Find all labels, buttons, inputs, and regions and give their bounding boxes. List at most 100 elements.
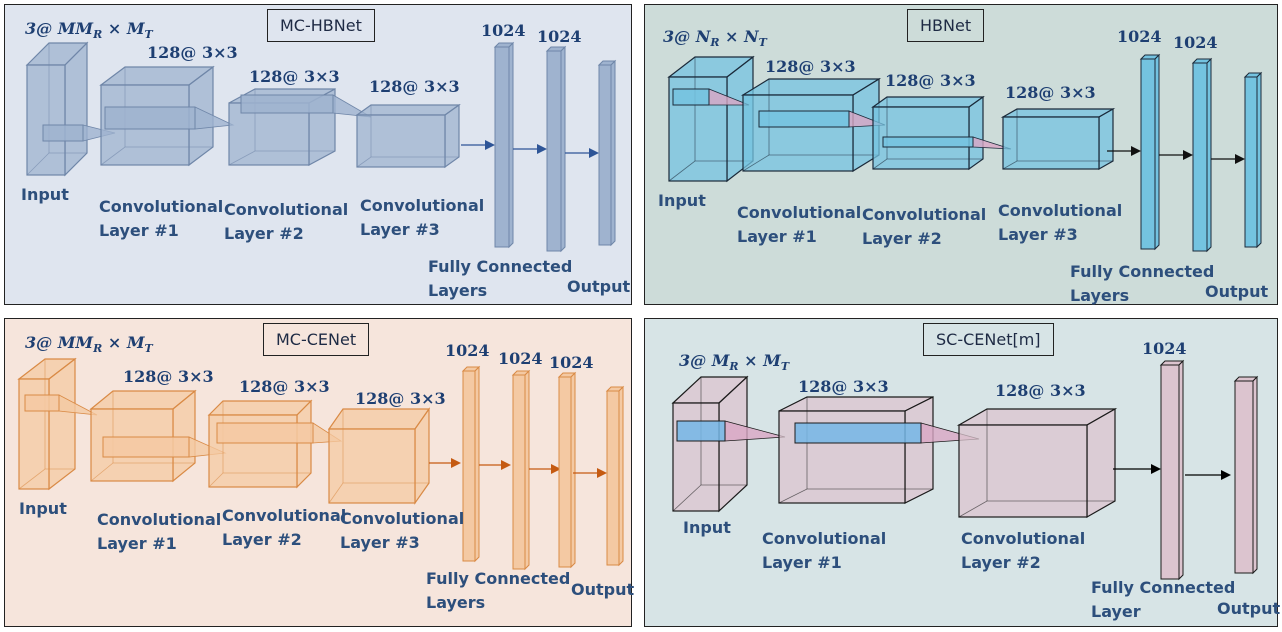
input-label: Input — [19, 499, 67, 518]
panel-title: MC-CENet — [263, 323, 370, 356]
conv1-label-line1: Convolutional — [99, 197, 224, 216]
conv1-label-line2: Layer #1 — [762, 553, 842, 572]
fc3-bar — [557, 371, 577, 569]
conv3-label-line1: Convolutional — [998, 201, 1123, 220]
input-volume — [667, 55, 755, 183]
conv2-dimensions: 128@ 3×3 — [239, 377, 330, 396]
fc-label-line2: Layers — [428, 281, 488, 300]
input-dimensions: 3@ MR × MT — [679, 351, 789, 373]
fc-label-line1: Fully Connected — [428, 257, 573, 276]
conv1-label-line1: Convolutional — [737, 203, 862, 222]
conv3-label-line1: Convolutional — [340, 509, 465, 528]
panel-mc-cenet: MC-CENet 3@ MMR × MT 128@ 3×3 128@ 3×3 1… — [4, 318, 635, 627]
arrow-fc3-output — [573, 468, 607, 478]
conv3-dimensions: 128@ 3×3 — [369, 77, 460, 96]
conv1-dimensions: 128@ 3×3 — [147, 43, 238, 62]
mc-hbnet-diagram — [25, 41, 617, 253]
conv1-dimensions: 128@ 3×3 — [765, 57, 856, 76]
conv1-label-line2: Layer #1 — [737, 227, 817, 246]
conv1-label-line2: Layer #1 — [99, 221, 179, 240]
fc1-size: 1024 — [1142, 339, 1187, 358]
conv1-label: Convolutional Layer #1 — [99, 195, 223, 243]
input-label: Input — [21, 185, 69, 204]
fc2-size: 1024 — [537, 27, 582, 46]
conv3-label-line2: Layer #3 — [340, 533, 420, 552]
conv1-volume — [778, 396, 934, 504]
conv3-label: Convolutional Layer #3 — [998, 199, 1122, 247]
conv2-label-line1: Convolutional — [862, 205, 987, 224]
conv2-label: Convolutional Layer #2 — [222, 504, 346, 552]
arrow-fc1-output — [1185, 470, 1231, 480]
fc-label: Fully Connected Layers — [428, 255, 572, 303]
fc-label-line1: Fully Connected — [426, 569, 571, 588]
conv3-label-line1: Convolutional — [360, 196, 485, 215]
conv1-label: Convolutional Layer #1 — [97, 508, 221, 556]
arrow-conv3-fc1 — [461, 140, 495, 150]
fc3-size: 1024 — [549, 353, 594, 372]
fc2-bar — [511, 369, 531, 571]
fc1-bar — [493, 41, 515, 249]
output-bar — [605, 385, 625, 567]
arrow-fc1-fc2 — [479, 460, 511, 470]
conv1-kernel — [676, 420, 786, 442]
fc1-size: 1024 — [445, 341, 490, 360]
output-label: Output — [571, 580, 635, 599]
arrow-conv3-fc1 — [1107, 146, 1141, 156]
hbnet-diagram — [667, 53, 1263, 253]
conv1-volume — [89, 389, 197, 483]
panel-hbnet: HBNet 3@ NR × NT 128@ 3×3 128@ 3×3 128@ … — [644, 4, 1278, 305]
conv1-label-line1: Convolutional — [762, 529, 887, 548]
conv1-label-line2: Layer #1 — [97, 534, 177, 553]
arrow-fc1-fc2 — [1159, 150, 1193, 160]
input-dimensions: 3@ NR × NT — [663, 27, 767, 49]
conv2-label-line1: Convolutional — [961, 529, 1086, 548]
conv3-dimensions: 128@ 3×3 — [355, 389, 446, 408]
fc-label: Fully Connected Layers — [1070, 260, 1214, 308]
conv2-label-line2: Layer #2 — [222, 530, 302, 549]
output-bar — [1233, 375, 1259, 575]
input-dimensions-text: 3@ MMR × MT — [25, 333, 153, 356]
conv1-dimensions: 128@ 3×3 — [798, 377, 889, 396]
conv2-kernel — [794, 422, 980, 444]
fc2-bar — [545, 45, 567, 253]
fc1-bar — [1159, 359, 1185, 581]
panel-title: MC-HBNet — [267, 9, 375, 42]
conv2-volume — [956, 407, 1118, 519]
output-label: Output — [1217, 599, 1281, 618]
conv2-dimensions: 128@ 3×3 — [995, 381, 1086, 400]
conv2-volume — [871, 95, 985, 171]
conv1-dimensions: 128@ 3×3 — [123, 367, 214, 386]
conv3-volume — [327, 407, 431, 505]
output-label: Output — [567, 277, 631, 296]
conv2-label: Convolutional Layer #2 — [224, 198, 348, 246]
fc-label-line2: Layers — [1070, 286, 1130, 305]
arrow-conv2-fc1 — [1113, 464, 1161, 474]
conv1-label-line1: Convolutional — [97, 510, 222, 529]
input-volume — [17, 357, 77, 491]
conv2-dimensions: 128@ 3×3 — [885, 71, 976, 90]
arrow-fc2-output — [565, 148, 599, 158]
conv3-volume — [1000, 107, 1116, 171]
conv3-dimensions: 128@ 3×3 — [1005, 83, 1096, 102]
panel-title: HBNet — [907, 9, 985, 42]
panel-mc-hbnet: MC-HBNet 3@ MMR × MT 128@ 3×3 128@ 3×3 1… — [4, 4, 632, 305]
input-volume — [25, 41, 89, 177]
input-dimensions-text: 3@ NR × NT — [663, 27, 767, 50]
conv1-kernel — [672, 88, 750, 106]
arrow-fc1-fc2 — [513, 144, 547, 154]
fc2-bar — [1191, 57, 1213, 253]
input-dimensions: 3@ MMR × MT — [25, 19, 153, 41]
conv3-kernel — [882, 136, 1012, 150]
conv2-label-line2: Layer #2 — [961, 553, 1041, 572]
fc-label-line1: Fully Connected — [1070, 262, 1215, 281]
input-label: Input — [683, 518, 731, 537]
conv2-label-line1: Convolutional — [222, 506, 347, 525]
fc1-bar — [461, 365, 481, 563]
input-dimensions-text: 3@ MMR × MT — [25, 19, 153, 42]
input-volume — [671, 375, 749, 513]
fc-label-line1: Fully Connected — [1091, 578, 1236, 597]
fc1-bar — [1139, 53, 1161, 251]
fc2-size: 1024 — [1173, 33, 1218, 52]
output-bar — [1243, 71, 1263, 249]
conv3-label: Convolutional Layer #3 — [340, 507, 464, 555]
